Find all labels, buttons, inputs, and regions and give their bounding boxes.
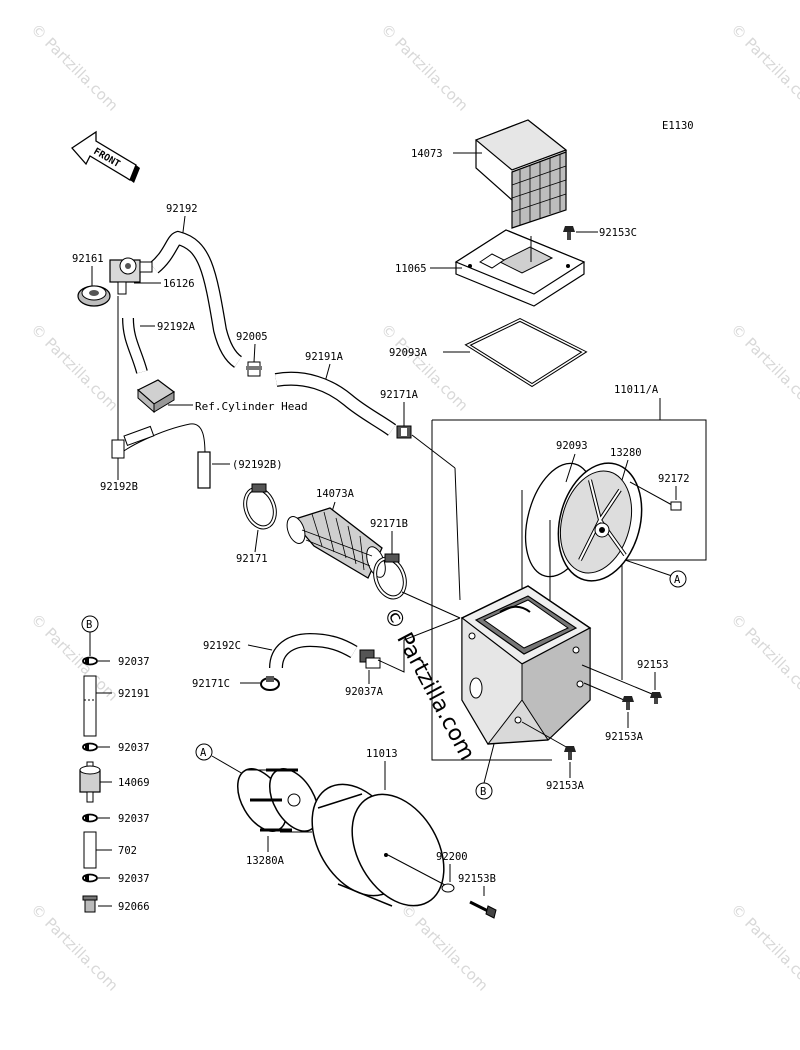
part-label: 92066 bbox=[118, 901, 150, 913]
clamp-92171 bbox=[243, 483, 277, 530]
fitting-92005 bbox=[246, 361, 262, 377]
watermark: © Partzilla.com bbox=[27, 20, 122, 115]
part-label: 14073A bbox=[316, 488, 355, 500]
cover-13280 bbox=[524, 462, 643, 582]
callout-label: B bbox=[86, 619, 92, 631]
callout-label: A bbox=[200, 747, 207, 759]
filter-element-14073 bbox=[474, 119, 568, 229]
callout-A bbox=[195, 743, 213, 761]
watermark: © Partzilla.com bbox=[727, 320, 800, 415]
reed-valve-icon bbox=[136, 379, 176, 414]
clip-92037 bbox=[82, 813, 98, 823]
part-label: 14069 bbox=[118, 777, 150, 789]
callout-label: A bbox=[674, 574, 681, 586]
screw-icon bbox=[670, 501, 682, 511]
part-label: 11065 bbox=[395, 263, 427, 275]
part-label: 92037 bbox=[118, 813, 150, 825]
part-label: 92161 bbox=[72, 253, 104, 265]
hose-92192 bbox=[149, 230, 243, 368]
part-label: 92153C bbox=[599, 227, 637, 239]
watermark: © Partzilla.com bbox=[727, 900, 800, 995]
clip-92037 bbox=[82, 656, 98, 666]
part-label: 92191 bbox=[118, 688, 150, 700]
washer-icon bbox=[441, 883, 455, 893]
part-label: 92192A bbox=[157, 321, 196, 333]
clamp-92171B bbox=[373, 553, 407, 600]
part-label: 92171B bbox=[370, 518, 408, 530]
part-label: 13280 bbox=[610, 447, 642, 459]
front-arrow-icon: FRONT bbox=[71, 130, 140, 183]
part-label: 92200 bbox=[436, 851, 468, 863]
part-label: 11013 bbox=[366, 748, 398, 760]
hose-702 bbox=[83, 831, 97, 869]
part-label: 11011/A bbox=[614, 384, 659, 396]
air-filter-11013 bbox=[311, 783, 445, 907]
clamp-92037A bbox=[359, 649, 381, 669]
bolt-92153B bbox=[469, 900, 497, 919]
hose-92191 bbox=[83, 675, 97, 737]
part-label: 92153 bbox=[637, 659, 669, 671]
callout-A bbox=[669, 570, 687, 588]
hose-92191A bbox=[274, 371, 397, 436]
watermark: © Partzilla.com bbox=[727, 20, 800, 115]
part-label: 92037 bbox=[118, 873, 150, 885]
part-label: 92037 bbox=[118, 742, 150, 754]
part-label: 92037 bbox=[118, 656, 150, 668]
diagram-code: E1130 bbox=[662, 120, 694, 132]
part-label: 92171A bbox=[380, 389, 419, 401]
part-label: 92093A bbox=[389, 347, 428, 359]
filter-cage-13280A bbox=[236, 768, 320, 833]
holder-plate-11065 bbox=[454, 229, 586, 307]
part-label: 92172 bbox=[658, 473, 690, 485]
part-label: (92192B) bbox=[232, 459, 283, 471]
screw-icon bbox=[650, 692, 662, 704]
clamp-92171C bbox=[260, 676, 280, 691]
watermark: © Partzilla.com bbox=[27, 320, 122, 415]
part-label: 14073 bbox=[411, 148, 443, 160]
hose-92192C bbox=[269, 632, 358, 669]
hose-92192B bbox=[111, 423, 211, 489]
part-label: 92037A bbox=[345, 686, 384, 698]
part-label: 13280A bbox=[246, 855, 285, 867]
part-label: 92153B bbox=[458, 873, 496, 885]
part-label: 92191A bbox=[305, 351, 344, 363]
screw-icon bbox=[563, 226, 575, 240]
part-label: 92005 bbox=[236, 331, 268, 343]
callout-label: B bbox=[480, 786, 486, 798]
part-label: 16126 bbox=[163, 278, 195, 290]
airbox-housing-11011 bbox=[460, 585, 592, 745]
breather-cap-92161 bbox=[77, 285, 111, 307]
part-label: 92153A bbox=[605, 731, 644, 743]
watermark: © Partzilla.com bbox=[397, 900, 492, 995]
part-label: 702 bbox=[118, 845, 137, 857]
watermark: © Partzilla.com bbox=[727, 610, 800, 705]
filter-14069 bbox=[79, 761, 101, 803]
watermark: © Partzilla.com bbox=[27, 610, 122, 705]
part-label: 92192C bbox=[203, 640, 241, 652]
part-label: 92093 bbox=[556, 440, 588, 452]
part-label: 92153A bbox=[546, 780, 585, 792]
watermark: © Partzilla.com bbox=[377, 20, 472, 115]
clamp-92171A bbox=[396, 425, 412, 439]
clip-92037 bbox=[82, 873, 98, 883]
screw-icon bbox=[622, 696, 634, 710]
inlet-duct-14073A bbox=[286, 507, 386, 579]
clip-92037 bbox=[82, 742, 98, 752]
valve-16126 bbox=[109, 257, 153, 295]
part-label: 92192B bbox=[100, 481, 138, 493]
part-label: 92192 bbox=[166, 203, 198, 215]
screw-icon bbox=[564, 746, 576, 760]
part-label: 92171C bbox=[192, 678, 230, 690]
ref-label: Ref.Cylinder Head bbox=[195, 400, 308, 413]
part-label: 92171 bbox=[236, 553, 268, 565]
hose-92192A bbox=[122, 317, 148, 374]
gasket-92093A bbox=[464, 318, 588, 388]
watermark: © Partzilla.com bbox=[27, 900, 122, 995]
plug-92066 bbox=[82, 895, 98, 913]
